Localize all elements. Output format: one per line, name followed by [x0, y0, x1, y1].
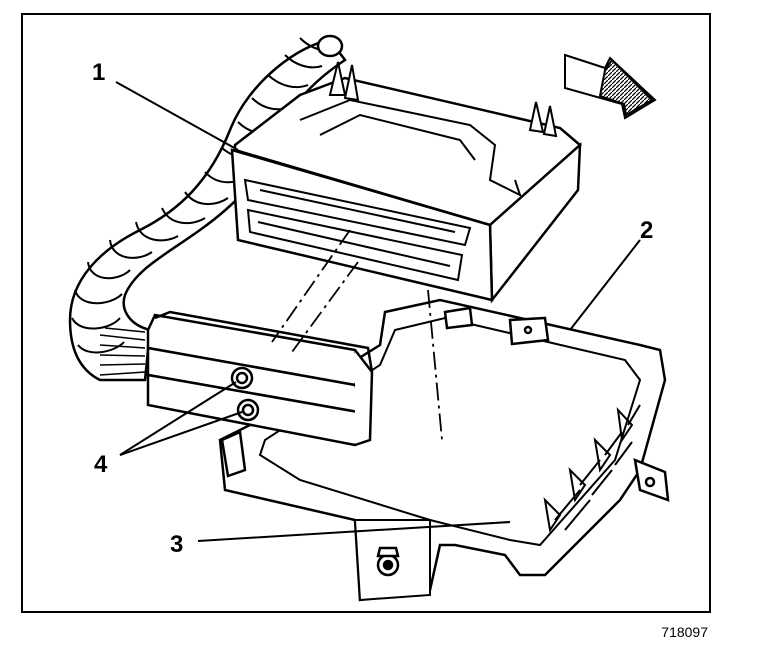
leader-lines: [115, 81, 641, 542]
direction-arrow: [564, 53, 657, 120]
module-tray: [218, 298, 670, 602]
callout-4: 4: [94, 451, 108, 478]
control-module: [230, 61, 582, 304]
diagram-frame: [21, 13, 711, 613]
harness-connector: [146, 310, 374, 447]
callout-1: 1: [92, 59, 105, 86]
alignment-lines: [271, 229, 443, 441]
connector-bolts: [230, 366, 260, 422]
callout-2: 2: [640, 217, 653, 244]
figure-id: 718097: [661, 624, 708, 640]
callout-3: 3: [170, 531, 183, 558]
